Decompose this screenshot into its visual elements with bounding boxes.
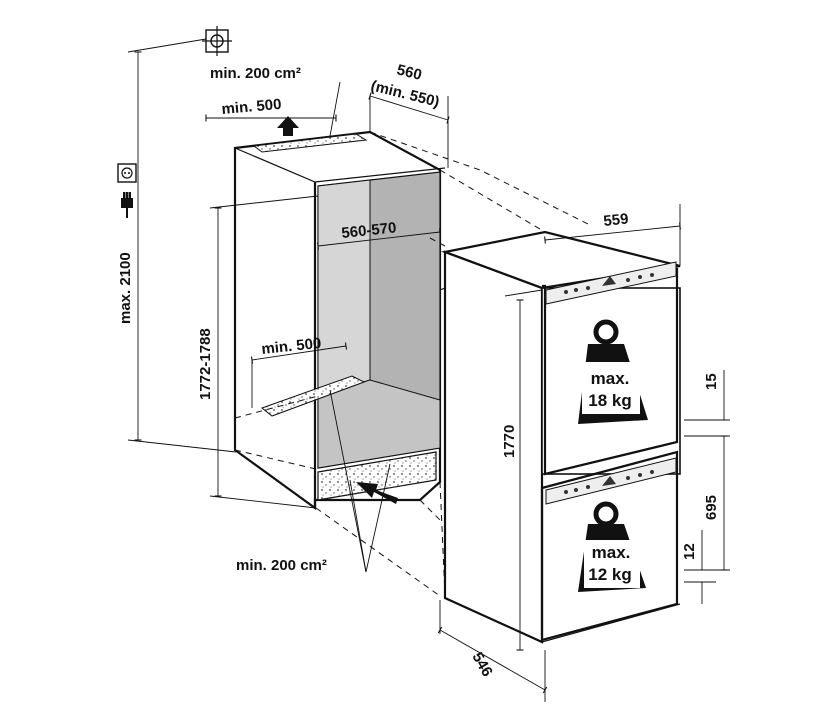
- socket-icon: [117, 163, 137, 183]
- upper-weight-line1: max.: [591, 369, 630, 388]
- upper-control-icons: [564, 273, 654, 294]
- lower-weight-line2: 12 kg: [588, 565, 631, 584]
- niche-width-label: 560-570: [341, 219, 398, 242]
- niche-depth-label: 560: [395, 61, 423, 84]
- lower-door-label: 695: [703, 495, 720, 520]
- gap-bottom-label: 12: [681, 543, 698, 560]
- top-depth-label: min. 500: [221, 96, 282, 118]
- airflow-in-arrow: [356, 482, 398, 504]
- top-vent-label: min. 200 cm²: [210, 65, 301, 82]
- airflow-up-arrow: [277, 116, 299, 136]
- lower-weight-line1: max.: [592, 543, 631, 562]
- inner-depth-label: min. 500: [261, 335, 322, 358]
- appliance-depth-label: 546: [469, 650, 496, 680]
- appliance-height-label: 1770: [501, 425, 518, 458]
- lower-door: [540, 450, 679, 642]
- niche-depth-min-label: (min. 550): [369, 77, 441, 110]
- upper-weight-icon: max. 18 kg: [578, 319, 648, 424]
- appliance: [439, 230, 681, 644]
- dimension-lines: [127, 37, 730, 702]
- upper-weight-line2: 18 kg: [588, 391, 631, 410]
- appliance-side: [443, 250, 544, 644]
- gap-top-label: 15: [703, 373, 720, 390]
- lower-weight-icon: max. 12 kg: [578, 501, 646, 592]
- bottom-vent-label: min. 200 cm²: [236, 557, 327, 574]
- top-vent-slot: [252, 133, 368, 153]
- niche-height-label: 1772-1788: [197, 328, 214, 400]
- lower-control-icons: [564, 470, 654, 494]
- plug-icon: [121, 192, 133, 218]
- levelling-symbol: [202, 26, 232, 56]
- niche-cabinet: [233, 116, 446, 511]
- appliance-width-label: 559: [603, 210, 630, 230]
- max-height-label: max. 2100: [117, 252, 134, 324]
